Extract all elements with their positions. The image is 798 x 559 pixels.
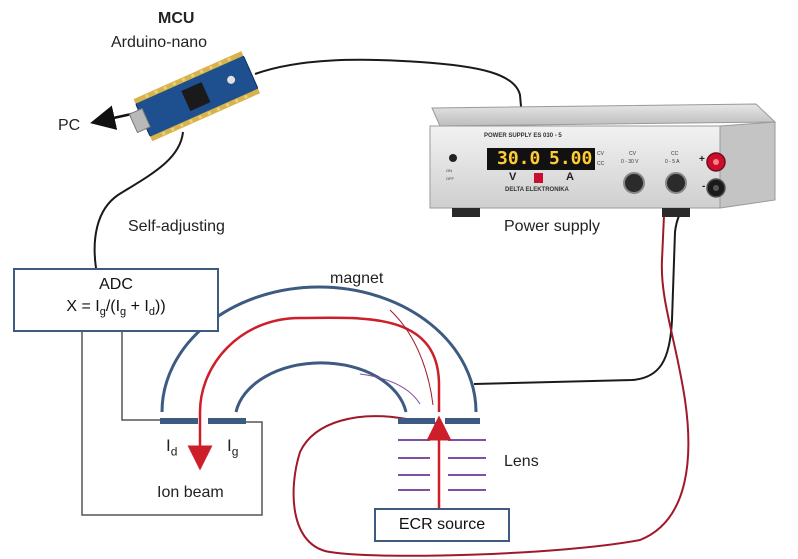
psu-off: OFF (446, 176, 454, 181)
lens-label: Lens (504, 453, 539, 470)
beam-aux-red (389, 309, 434, 406)
psu-header: POWER SUPPLY ES 030 - 5 (484, 133, 562, 139)
adc-formula-sub3: d (148, 306, 155, 319)
mcu-title: MCU (158, 10, 195, 27)
self-adjusting-label: Self-adjusting (128, 218, 225, 235)
detector-id-plate (160, 418, 198, 424)
magnet-label: magnet (330, 270, 384, 287)
source-plate-left (398, 418, 435, 424)
psu-cc-label: CC (671, 151, 679, 157)
mcu-model: Arduino-nano (111, 34, 208, 51)
psu-brand: DELTA ELEKTRONIKA (505, 187, 569, 193)
beam-aux-purple (359, 373, 421, 405)
detector-ig-label: Ig (227, 436, 238, 458)
adc-formula-prefix: X = I (66, 298, 100, 315)
adc-formula-end: )) (154, 298, 166, 315)
psu-volt-unit: V (509, 171, 517, 183)
psu-lens-red-wire (292, 161, 717, 557)
detector-ig-sub: g (231, 444, 239, 459)
psu-current-display: 5.00 (549, 148, 593, 169)
psu-cv-label: CV (629, 151, 636, 157)
voltage-knob (623, 172, 645, 194)
ion-beam-label: Ion beam (157, 484, 224, 501)
mcu-power-cable (254, 58, 523, 119)
power-supply-label: Power supply (504, 218, 601, 235)
adc-formula-plus: + I (126, 298, 149, 315)
detector-ig-main: I (227, 436, 232, 455)
adc-formula-sub1: g (99, 306, 106, 319)
arduino-nano-board (128, 51, 261, 142)
adc-box: ADC X = Ig/(Ig + Id)) (13, 268, 219, 332)
detector-ig-plate (208, 418, 246, 424)
detector-id-main: I (166, 436, 171, 455)
lens-plates (398, 439, 486, 491)
psu-cv-range: 0 - 30 V (621, 159, 639, 165)
psu-minus: - (702, 181, 706, 192)
ecr-source-label: ECR source (398, 516, 486, 533)
adc-formula: X = Ig/(Ig + Id)) (15, 295, 217, 324)
psu-plus: + (699, 154, 705, 165)
power-supply-unit (429, 103, 777, 217)
ion-beam-trajectory (187, 316, 441, 471)
detector-id-sub: d (170, 444, 178, 459)
adc-ig-wire (81, 332, 263, 516)
psu-ind-cc: CC (597, 161, 605, 167)
adc-formula-mid: /(I (105, 298, 121, 315)
source-plate-right (445, 418, 480, 424)
psu-on: ON (446, 168, 452, 173)
detector-id-label: Id (166, 436, 177, 458)
adc-formula-sub2: g (120, 306, 127, 319)
current-knob (665, 172, 687, 194)
pc-label: PC (58, 117, 81, 134)
ecr-source-box: ECR source (374, 508, 510, 542)
mcu-adc-cable (93, 131, 184, 269)
psu-cc-range: 0 - 5 A (665, 159, 680, 165)
psu-ind-cv: CV (597, 151, 604, 157)
adc-title: ADC (99, 276, 133, 293)
adc-id-wire (121, 330, 170, 421)
psu-voltage-display: 30.0 (497, 148, 541, 169)
psu-amp-unit: A (566, 171, 574, 183)
magnet-inner-arc (234, 361, 408, 413)
magnet-outer-arc (160, 285, 478, 413)
